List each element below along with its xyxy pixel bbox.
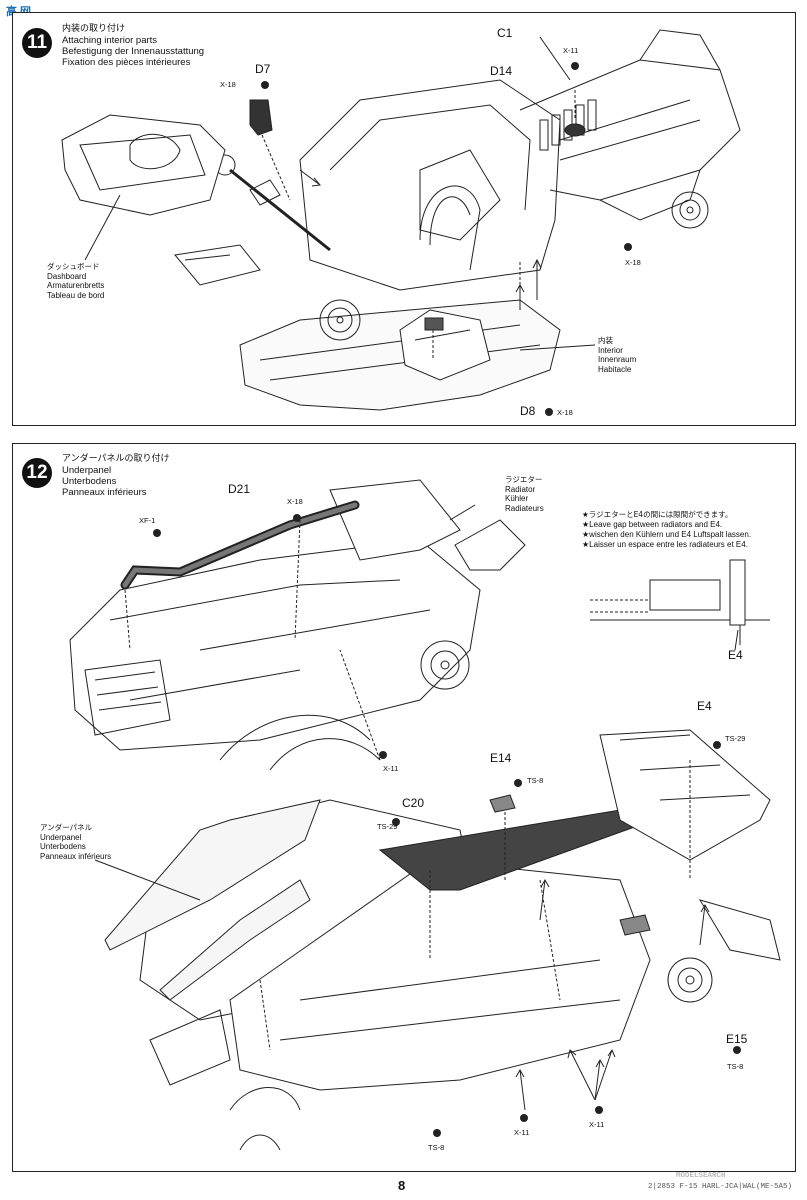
dashboard-label-de: Armaturenbretts — [47, 281, 105, 290]
screw-x11-label-a: X-11 — [383, 764, 399, 773]
step-12-title-de: Unterbodens — [62, 476, 117, 487]
gap-note-en: ★Leave gap between radiators and E4. — [582, 520, 723, 529]
footer-code: 2|2853 F-15 HARL-JCA|WAL(ME-5A5) — [648, 1183, 793, 1191]
interior-callout: 内装 Interior Innenraum Habitacle — [598, 336, 636, 374]
screw-x18-label-d: X-18 — [287, 497, 303, 506]
step-11-number: 11 — [22, 28, 52, 58]
step-11-title-de: Befestigung der Innenausstattung — [62, 46, 205, 57]
part-e4-label-inset: E4 — [728, 648, 743, 662]
step-12-title-jp: アンダーパネルの取り付け — [62, 454, 170, 464]
part-e4-label-main: E4 — [697, 699, 712, 713]
dashboard-label-jp: ダッシュボード — [47, 262, 100, 271]
page-number: 8 — [398, 1178, 406, 1193]
screw-xf1-label: XF-1 — [139, 516, 156, 525]
step-11-title: 内装の取り付け Attaching interior parts Befesti… — [62, 24, 204, 68]
gap-note-jp: ★ラジエターとE4の間には隙間ができます。 — [582, 510, 733, 519]
part-d7-label: D7 — [255, 62, 271, 76]
interior-label-en: Interior — [598, 345, 623, 355]
dashboard-label-fr: Tableau de bord — [47, 290, 105, 300]
screw-ts8-label-a: TS-8 — [527, 776, 544, 785]
underpanel-label-en: Underpanel — [40, 832, 82, 842]
screw-x18-label-c: X-18 — [557, 408, 573, 417]
screw-x11-label-c: X-11 — [589, 1120, 605, 1129]
radiator-label-en: Radiator — [505, 484, 536, 494]
interior-label-fr: Habitacle — [598, 364, 632, 374]
screw-ts8-label-c: TS-8 — [428, 1143, 445, 1152]
screw-ts29-label-a: TS-29 — [725, 734, 746, 743]
radiator-label-jp: ラジエター — [505, 475, 543, 484]
dashboard-callout: ダッシュボード Dashboard Armaturenbretts Tablea… — [47, 262, 104, 300]
step-11-title-en: Attaching interior parts — [62, 35, 158, 46]
gap-note: ★ラジエターとE4の間には隙間ができます。 ★Leave gap between… — [582, 510, 751, 550]
part-d14-label: D14 — [490, 64, 513, 78]
radiator-label-fr: Radiateurs — [505, 503, 544, 513]
part-d21-label: D21 — [228, 482, 251, 496]
step-12-title-en: Underpanel — [62, 465, 112, 476]
underpanel-label-fr: Panneaux inférieurs — [40, 851, 112, 861]
gap-note-de: ★wischen den Kühlern und E4 Luftspalt la… — [582, 530, 752, 539]
underpanel-label-de: Unterbodens — [40, 842, 86, 851]
part-d8-label: D8 — [520, 404, 536, 418]
dashboard-label-en: Dashboard — [47, 271, 87, 281]
footer-watermark: MODELSEARCH — [676, 1172, 726, 1180]
underpanel-label-jp: アンダーパネル — [40, 823, 93, 832]
part-e15-label: E15 — [726, 1032, 748, 1046]
step-11-title-jp: 内装の取り付け — [62, 24, 126, 34]
part-e14-label: E14 — [490, 751, 512, 765]
step-12-title-fr: Panneaux inférieurs — [62, 487, 147, 498]
interior-label-de: Innenraum — [598, 355, 637, 364]
step-12-number: 12 — [22, 458, 52, 488]
part-c1-label: C1 — [497, 26, 513, 40]
part-c20-label: C20 — [402, 796, 425, 810]
step-12-title: アンダーパネルの取り付け Underpanel Unterbodens Pann… — [62, 454, 170, 498]
radiator-callout: ラジエター Radiator Kühler Radiateurs — [505, 475, 544, 513]
step-11-chassis-illustration — [61, 29, 741, 416]
screw-x11-label-b: X-11 — [514, 1128, 530, 1137]
screw-x11-label: X-11 — [563, 46, 579, 55]
screw-x18-label-b: X-18 — [625, 258, 641, 267]
screw-ts8-label-b: TS-8 — [727, 1062, 744, 1071]
screw-x18-label-a: X-18 — [220, 80, 236, 89]
screw-ts29-label-b: TS-29 — [377, 822, 398, 831]
underpanel-callout: アンダーパネル Underpanel Unterbodens Panneaux … — [40, 823, 111, 861]
step-11-title-fr: Fixation des pièces intérieures — [62, 57, 191, 68]
interior-label-jp: 内装 — [598, 336, 613, 345]
radiator-label-de: Kühler — [505, 494, 529, 503]
gap-note-fr: ★Laisser un espace entre les radiateurs … — [582, 540, 748, 549]
